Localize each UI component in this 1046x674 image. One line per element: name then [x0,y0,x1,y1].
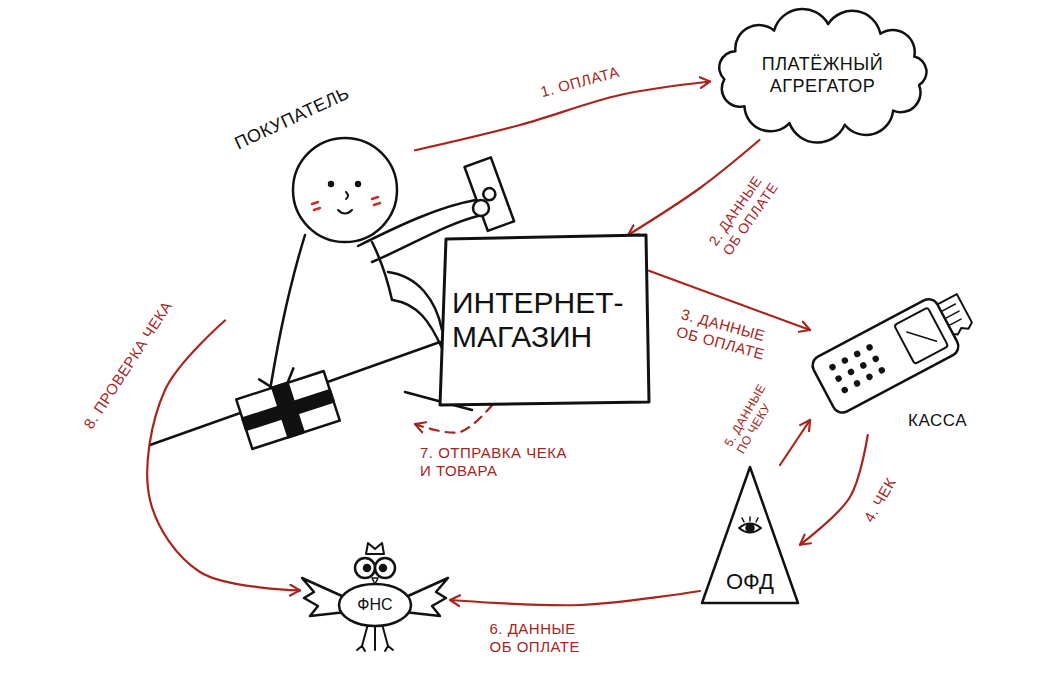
step-label: 3. ДАННЫЕ ОБ ОПЛАТЕ [673,305,778,365]
edge-label-anchor: 6. ДАННЫЕ ОБ ОПЛАТЕ [537,638,636,674]
flow-arrow [415,405,492,433]
laptop-screen: ИНТЕРНЕТ- МАГАЗИН [440,235,649,405]
flow-arrow [147,321,300,591]
step-label: 4. ЧЕК [859,473,901,527]
terminal-keys [828,343,886,394]
edge-label-anchor: 5. ДАННЫЕ ПО ЧЕКУ [752,418,828,447]
cloud-outline [710,10,935,140]
person-node: ПОКУПАТЕЛЬ [225,80,415,450]
bird-node: ФНС [300,540,450,660]
edge-label-anchor: 7. ОТПРАВКА ЧЕКА И ТОВАРА [495,462,649,498]
mouth [338,210,352,214]
eyes [328,181,361,187]
triangle-node: ОФД [700,465,800,605]
node-label: ФНС [357,596,392,614]
blush [312,197,380,210]
person-arm [393,300,442,348]
banknote [465,157,515,230]
step-label: 1. ОПЛАТА [537,62,624,101]
cloud-node: ПЛАТЁЖНЫЙ АГРЕГАТОР [710,10,935,140]
node-label: ОФД [726,569,774,595]
person-body [268,235,305,402]
edge-label-anchor: 2. ДАННЫЕ ОБ ОПЛАТЕ [745,212,839,246]
nose [346,192,348,199]
node-label: ИНТЕРНЕТ- МАГАЗИН [452,286,637,353]
edge-label-anchor: 8. ПРОВЕРКА ЧЕКА [128,365,280,383]
flow-arrow [780,420,810,465]
edge-label-anchor: 4. ЧЕК [880,500,932,518]
node-label: ПОКУПАТЕЛЬ [231,83,352,155]
node-label: ПЛАТЁЖНЫЙ АГРЕГАТОР [748,53,898,98]
package [233,360,340,449]
flow-arrow [800,435,868,545]
edge-label-anchor: 1. ОПЛАТА [580,82,665,100]
node-label: КАССА [908,411,967,431]
hand [473,200,489,216]
step-label: 6. ДАННЫЕ ОБ ОПЛАТЕ [488,620,587,656]
flow-arrow [450,591,700,605]
edge-label-anchor: 3. ДАННЫЕ ОБ ОПЛАТЕ [725,335,824,371]
terminal-node: КАССА [810,285,975,435]
step-label: 2. ДАННЫЕ ОБ ОПЛАТЕ [704,164,785,260]
payment-terminal [809,285,981,416]
step-label: 8. ПРОВЕРКА ЧЕКА [79,296,177,434]
step-label: 5. ДАННЫЕ ПО ЧЕКУ [721,378,784,458]
person-head [293,138,397,242]
step-label: 7. ОТПРАВКА ЧЕКА И ТОВАРА [418,444,572,480]
